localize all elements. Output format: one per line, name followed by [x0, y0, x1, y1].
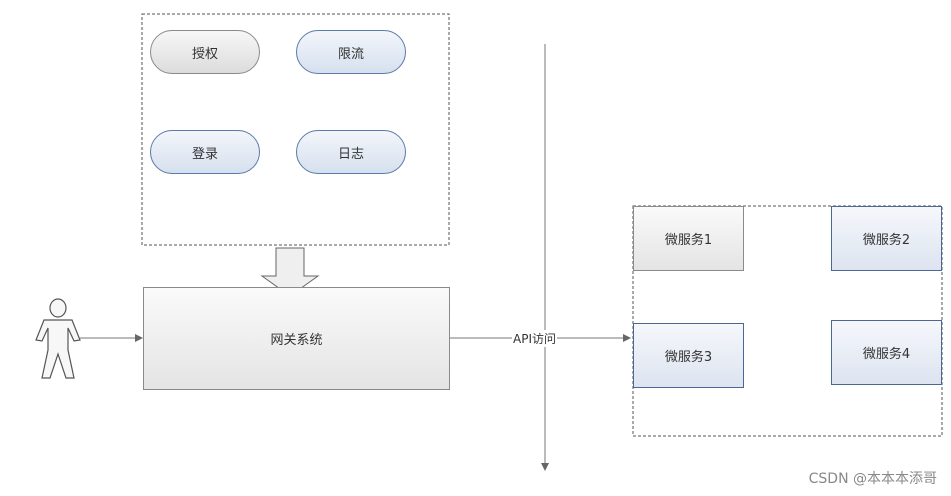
auth-plugin-label: 授权: [191, 46, 218, 62]
service-1-label: 微服务1: [664, 233, 713, 248]
plugin-group-container: [141, 13, 450, 246]
service-1-box: 微服务1: [633, 206, 744, 271]
person-icon: [35, 298, 81, 379]
auth-plugin: 授权: [150, 30, 260, 74]
service-3-box: 微服务3: [633, 323, 744, 388]
watermark-text: CSDN @本本本添哥: [808, 471, 937, 487]
plugin-to-gateway-arrow: [260, 247, 320, 297]
gateway-box: 网关系统: [143, 287, 450, 390]
api-access-label: API访问: [512, 330, 557, 347]
service-2-box: 微服务2: [831, 206, 942, 271]
rate-limit-plugin: 限流: [296, 30, 406, 74]
service-4-label: 微服务4: [862, 347, 911, 362]
gateway-label: 网关系统: [270, 333, 323, 348]
login-plugin: 登录: [150, 130, 260, 174]
service-2-label: 微服务2: [862, 233, 911, 248]
log-plugin-label: 日志: [337, 146, 364, 162]
service-4-box: 微服务4: [831, 320, 942, 385]
log-plugin: 日志: [296, 130, 406, 174]
rate-limit-plugin-label: 限流: [337, 46, 364, 62]
services-group-container: [632, 205, 943, 437]
login-plugin-label: 登录: [191, 146, 218, 162]
service-3-label: 微服务3: [664, 350, 713, 365]
